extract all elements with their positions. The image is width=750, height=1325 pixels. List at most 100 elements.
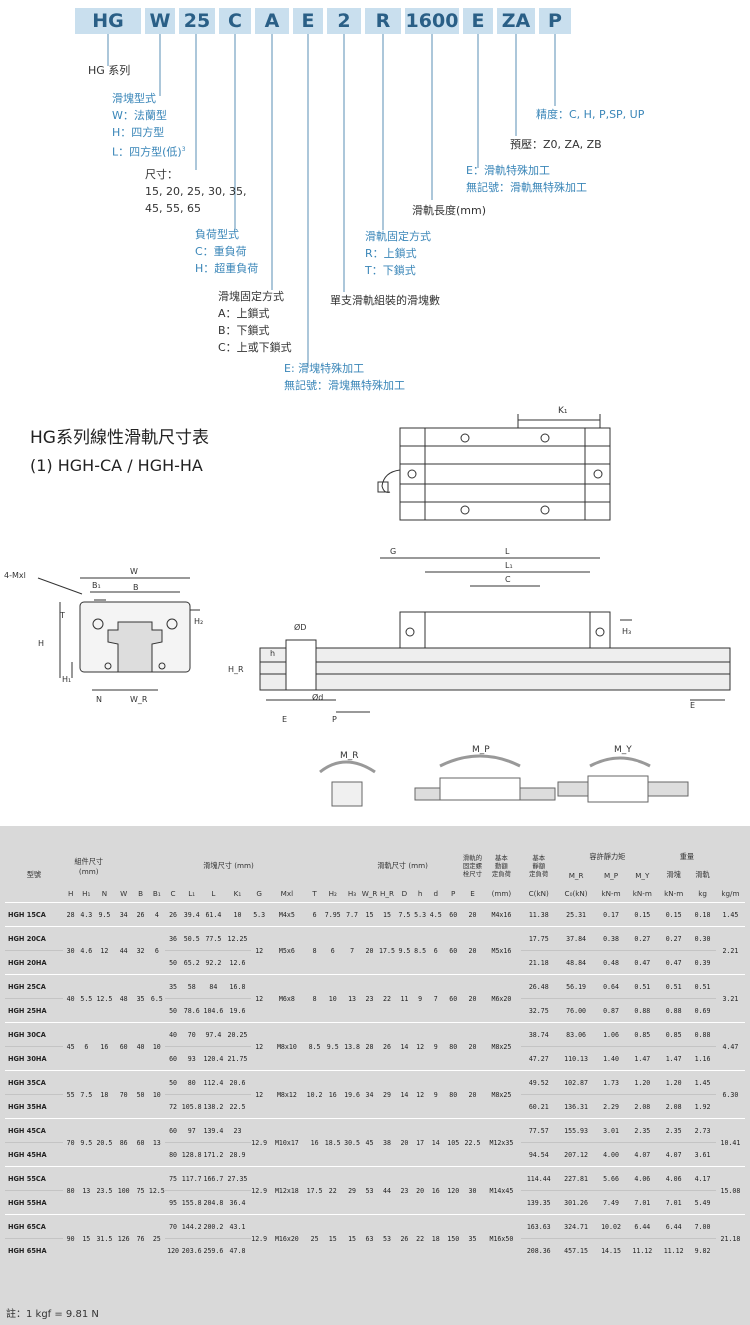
th-col-20: P <box>451 888 456 898</box>
table-cell: 2.73 <box>689 1118 716 1143</box>
table-cell: 53 <box>365 1186 374 1195</box>
table-cell: 84 <box>202 974 225 999</box>
table-cell: 6.5 <box>150 994 163 1003</box>
table-cell: 10.02 <box>595 1214 627 1239</box>
table-cell: 65.2 <box>183 958 200 967</box>
th-col-7: L₁ <box>188 888 196 898</box>
table-cell: 120 <box>447 1186 460 1195</box>
th-col-18: h <box>417 888 423 898</box>
code-segment-precision: P <box>539 8 571 34</box>
table-cell: 4.07 <box>665 1150 682 1159</box>
table-cell: 53 <box>383 1234 391 1243</box>
table-cell: 4.17 <box>689 1166 716 1191</box>
table-cell: 77.5 <box>202 926 225 951</box>
table-cell: 32 <box>136 946 145 955</box>
table-cell: 60 <box>449 946 458 955</box>
table-cell: 171.2 <box>203 1150 224 1159</box>
table-cell: 60 <box>119 1042 128 1051</box>
table-cell: 112.4 <box>202 1070 225 1095</box>
table-cell: 10 <box>328 994 337 1003</box>
table-cell: 155.8 <box>181 1198 202 1207</box>
table-cell: 60 <box>449 910 458 919</box>
table-cell: 4 <box>154 910 159 919</box>
table-cell: 83.06 <box>556 1022 596 1047</box>
table-cell: M16x20 <box>274 1234 299 1243</box>
table-cell: 10 <box>152 1090 161 1099</box>
spec-table: 型號 組件尺寸 (mm) 滑塊尺寸 (mm) 滑軌尺寸 (mm) 滑軌的 固定螺… <box>5 848 745 1262</box>
table-cell: 93 <box>187 1054 196 1063</box>
th-col-17: D <box>401 888 408 898</box>
table-cell: 17.5 <box>379 946 395 955</box>
label-precision: 精度：C, H, P,SP, UP <box>536 108 645 121</box>
table-cell: M4x16 <box>491 910 512 919</box>
dim-c: C <box>505 575 511 584</box>
table-cell: 11.38 <box>528 910 549 919</box>
table-cell: 10.2 <box>306 1090 323 1099</box>
table-cell: 324.71 <box>556 1214 596 1239</box>
table-cell: 60.21 <box>528 1102 549 1111</box>
table-cell: 29 <box>348 1186 357 1195</box>
table-cell: 48.84 <box>566 958 587 967</box>
table-cell: 11.12 <box>632 1246 653 1255</box>
code-segment-rail-length: 1600 <box>405 8 459 34</box>
table-cell: 2.08 <box>665 1102 682 1111</box>
table-cell: 18 <box>100 1090 109 1099</box>
table-cell: 8 <box>312 994 317 1003</box>
table-cell: 75 <box>136 1186 145 1195</box>
table-cell: 8.5 <box>414 946 427 955</box>
table-cell: 1.06 <box>595 1022 627 1047</box>
table-cell: 50 <box>169 1006 178 1015</box>
table-cell: 92.2 <box>205 958 222 967</box>
code-segment-load: C <box>219 8 251 34</box>
table-cell: 26 <box>169 910 178 919</box>
dim-mxl: 4-Mxl <box>4 571 26 580</box>
table-cell: 1.73 <box>595 1070 627 1095</box>
table-cell: 1.20 <box>626 1070 658 1095</box>
table-cell: 15 <box>82 1234 91 1243</box>
table-cell: 203.6 <box>181 1246 202 1255</box>
table-cell: 12 <box>416 1042 425 1051</box>
model-cell: HGH 30HA <box>8 1054 47 1063</box>
table-cell: 2.35 <box>626 1118 658 1143</box>
table-cell: 1.45 <box>722 910 739 919</box>
moment-my: M_Y <box>614 745 632 755</box>
table-cell: 72 <box>169 1102 178 1111</box>
table-cell: 163.63 <box>520 1214 557 1239</box>
table-cell: 100 <box>117 1186 130 1195</box>
table-cell: 0.64 <box>595 974 627 999</box>
table-cell: 1.47 <box>665 1054 682 1063</box>
table-cell: 8 <box>312 946 317 955</box>
table-cell: 15.08 <box>720 1186 741 1195</box>
th-col-16: H_R <box>379 888 394 898</box>
table-cell: 6.30 <box>722 1090 739 1099</box>
model-cell: HGH 25CA <box>5 974 63 999</box>
label-block-type-sup: 3 <box>181 146 186 153</box>
table-cell: 227.81 <box>556 1166 596 1191</box>
code-leader-lines <box>107 34 556 366</box>
table-cell: 138.2 <box>203 1102 224 1111</box>
table-cell: 7.01 <box>634 1198 651 1207</box>
table-cell: 11.12 <box>663 1246 684 1255</box>
table-cell: 56.19 <box>556 974 596 999</box>
table-cell: M14x45 <box>489 1186 514 1195</box>
th-stat: 基本 靜額 定負荷 <box>529 854 549 878</box>
table-cell: 1.16 <box>694 1054 711 1063</box>
th-col-5: B₁ <box>152 888 161 898</box>
table-cell: 20 <box>365 946 374 955</box>
label-blocks-per-rail: 單支滑軌組裝的滑塊數 <box>330 294 440 307</box>
th-unit-0: kN-m <box>601 888 621 898</box>
th-unit-1: kN-m <box>632 888 652 898</box>
code-segment-size: 25 <box>179 8 215 34</box>
table-cell: 4.06 <box>657 1166 690 1191</box>
table-cell: 55 <box>66 1090 75 1099</box>
table-cell: 7 <box>433 994 438 1003</box>
table-cell: 16.8 <box>224 974 251 999</box>
dim-h3: H₃ <box>622 627 631 636</box>
label-rail-length: 滑軌長度(mm) <box>412 204 487 217</box>
table-cell: 0.48 <box>603 958 619 967</box>
table-cell: 20 <box>468 1090 477 1099</box>
table-cell: M8x10 <box>276 1042 297 1051</box>
